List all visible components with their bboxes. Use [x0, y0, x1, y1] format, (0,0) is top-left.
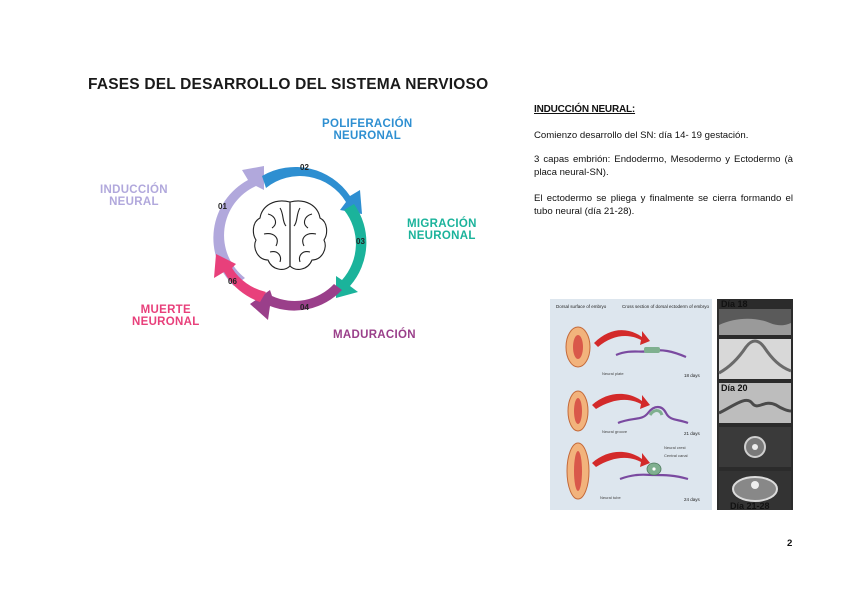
- photo-label-dia18: Día 18: [721, 299, 748, 309]
- row2-label: Neural groove: [602, 429, 628, 434]
- photo-label-dia20: Día 20: [721, 383, 748, 393]
- page-number: 2: [787, 538, 793, 549]
- row3-extra-canal: Central canal: [664, 453, 688, 458]
- row1-label: Neural plate: [602, 371, 624, 376]
- phase-number-02: 02: [300, 163, 309, 172]
- red-arrow-2: [592, 393, 650, 409]
- cross-section-2: [617, 405, 689, 425]
- phase-number-06: 06: [228, 277, 237, 286]
- phase-label-maduracion: MADURACIÓN: [333, 329, 416, 341]
- phase-label-muerte: MUERTE NEURONAL: [132, 304, 200, 328]
- paragraph-1: Comienzo desarrollo del SN: día 14- 19 g…: [534, 130, 749, 141]
- cycle-segment-06: [214, 254, 266, 302]
- cycle-diagram: 01 02 03 04 06: [213, 163, 367, 320]
- photo-label-dia21-28: Día 21-28: [730, 501, 770, 511]
- col-header-cross: Cross section of dorsal ectoderm of embr…: [622, 304, 710, 309]
- paragraph-3: El ectodermo se pliega y finalmente se c…: [534, 193, 793, 217]
- diagram-title: FASES DEL DESARROLLO DEL SISTEMA NERVIOS…: [88, 76, 489, 93]
- section-heading: INDUCCIÓN NEURAL:: [534, 104, 636, 115]
- embryo-figure: Dorsal surface of embryo Cross section o…: [550, 299, 793, 511]
- phase-number-01: 01: [218, 202, 227, 211]
- row2-days: 21 days: [684, 431, 701, 436]
- cycle-segment-03: [336, 204, 367, 298]
- row3-label: Neural tube: [600, 495, 621, 500]
- brain-icon: [252, 200, 328, 270]
- paragraph-2: 3 capas embrión: Endodermo, Mesodermo y …: [534, 154, 793, 178]
- cycle-segment-02: [262, 166, 362, 214]
- phase-label-migracion: MIGRACIÓN NEURONAL: [407, 218, 477, 242]
- cycle-segment-01: [213, 166, 264, 286]
- phase-number-04: 04: [300, 303, 309, 312]
- phase-label-induccion: INDUCCIÓN NEURAL: [100, 184, 168, 208]
- col-header-dorsal: Dorsal surface of embryo: [556, 304, 607, 309]
- row3-extra-crest: Neural crest: [664, 445, 686, 450]
- row3-days: 24 days: [684, 497, 701, 502]
- row1-days: 18 days: [684, 373, 701, 378]
- phase-label-proliferacion: POLIFERACIÓN NEURONAL: [322, 118, 413, 142]
- phase-number-03: 03: [356, 237, 365, 246]
- red-arrow-3: [592, 451, 650, 467]
- cycle-segment-04: [250, 284, 342, 320]
- red-arrow-1: [594, 330, 650, 347]
